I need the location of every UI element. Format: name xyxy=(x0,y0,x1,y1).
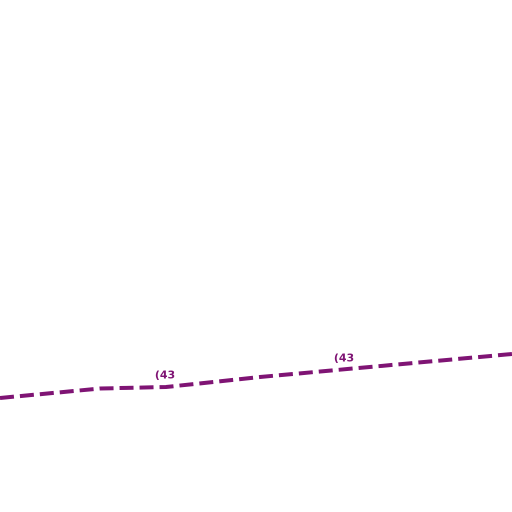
route-line-43[interactable] xyxy=(0,352,512,400)
route-shield-label: (43 xyxy=(334,352,354,365)
route-shield-label: (43 xyxy=(155,369,175,382)
